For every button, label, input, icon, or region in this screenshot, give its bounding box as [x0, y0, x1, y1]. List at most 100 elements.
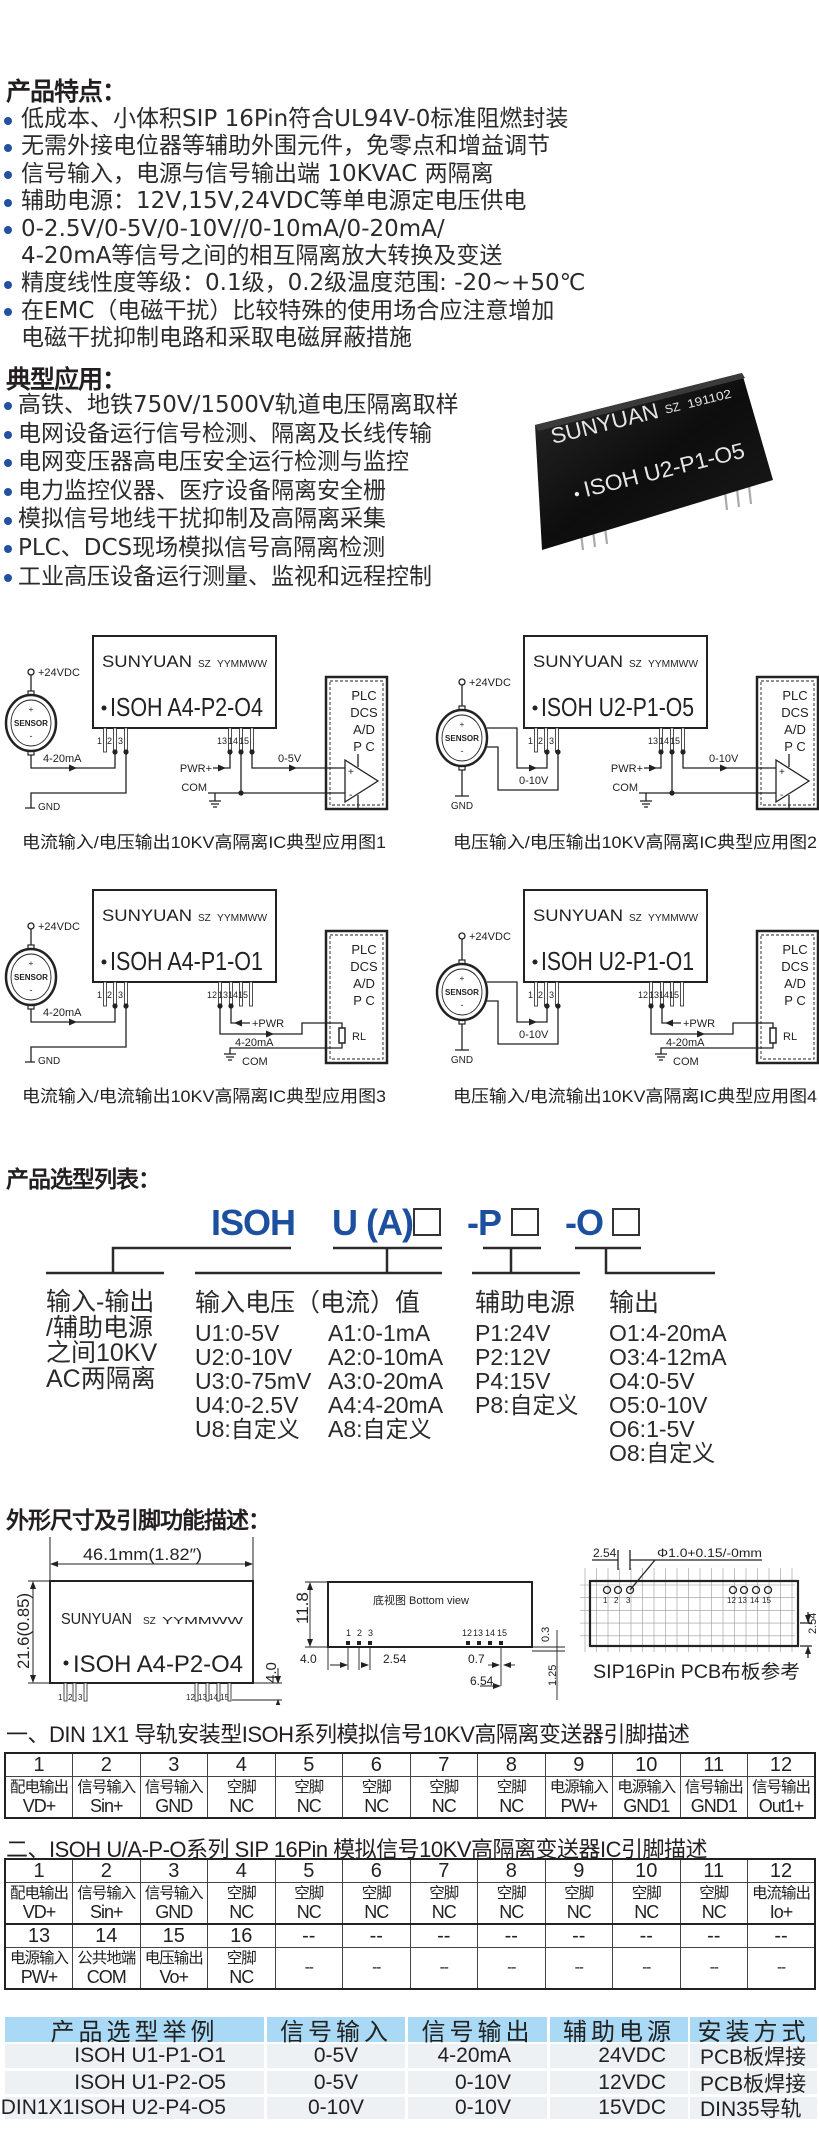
- pin-number: 15: [139, 1923, 208, 1948]
- pin-number: 9: [544, 1752, 613, 1777]
- bottom-view-title: 底视图 Bottom view: [373, 1593, 469, 1607]
- supply-label: +24VDC: [38, 667, 80, 679]
- pwr-label: +PWR: [252, 1018, 284, 1030]
- arrow-icon: [218, 764, 226, 772]
- junction-dot: [123, 1003, 129, 1009]
- pin-pitch-dimension: 2.54: [383, 1652, 407, 1666]
- wire: [487, 981, 548, 1023]
- supply-label: +24VDC: [469, 677, 511, 689]
- bullet-icon: [4, 144, 12, 153]
- pin: [113, 727, 117, 753]
- pin-label: 3: [549, 736, 554, 746]
- feature-text: 在EMC（电磁干扰）比较特殊的使用场合应注意增加: [21, 297, 555, 324]
- pin-label: 15: [669, 990, 679, 1000]
- example-cell: 0-5V: [267, 2071, 405, 2094]
- bullet-icon: [4, 430, 12, 439]
- pin-function-code: --: [709, 1959, 719, 1976]
- pin-function-code: GND1: [690, 1796, 738, 1816]
- pin-function-cn: 配电输出: [9, 1885, 69, 1902]
- wire: [455, 1024, 469, 1051]
- output-option: O4:0-5V: [609, 1368, 695, 1394]
- output-option: O1:4-20mA: [609, 1320, 727, 1346]
- pin-function-code: --: [776, 1959, 786, 1976]
- pin-label: 1: [603, 1596, 608, 1605]
- application-text: 电网变压器高电压安全运行检测与监控: [18, 449, 409, 476]
- pin-function-cn: 空脚: [294, 1885, 324, 1902]
- sensor-minus: -: [30, 731, 33, 741]
- pin-function-code: --: [507, 1959, 516, 1976]
- pin-table-1-title: 一、DIN 1X1 导轨安装型ISOH系列模拟信号10KV高隔离变送器引脚描述: [6, 1722, 690, 1747]
- pin-function-cn: 电源输入: [549, 1779, 609, 1796]
- pin-number: 3: [139, 1752, 208, 1777]
- pin-number: --: [342, 1923, 411, 1948]
- arrow-icon: [69, 764, 77, 772]
- power-option: P4:15V: [475, 1368, 551, 1394]
- sensor-icon: [435, 708, 489, 768]
- wire: [661, 1006, 681, 1024]
- feature-text: 4-20mA等信号之间的相互隔离放大转换及变送: [21, 242, 503, 269]
- wire: [230, 1006, 250, 1024]
- module-date: YYMMWW: [162, 1616, 244, 1627]
- current-option: A8:自定义: [328, 1416, 432, 1442]
- diagram-caption: 电压输入/电流输出10KV高隔离IC典型应用图4: [453, 1087, 817, 1106]
- pin-function-cn: 空脚: [226, 1779, 257, 1796]
- opamp-minus: -: [349, 790, 352, 801]
- gnd-label: GND: [451, 1055, 473, 1066]
- rl-label: RL: [783, 1031, 797, 1043]
- pin-label: 12: [727, 1596, 736, 1605]
- code-output-box: [612, 1208, 640, 1236]
- pin-function-cn: 空脚: [226, 1950, 257, 1967]
- bullet-icon: [4, 459, 12, 468]
- sensor-icon: [4, 947, 58, 1007]
- pin-label: 1: [58, 1693, 63, 1702]
- code-prefix: ISOH: [211, 1202, 296, 1243]
- pin-label: 12: [462, 1628, 472, 1638]
- feature-item: 无需外接电位器等辅助外围元件，免零点和增益调节: [0, 133, 585, 160]
- example-cell: 0-10V: [408, 2096, 547, 2119]
- bullet-icon: [4, 545, 12, 554]
- bracket-output: [575, 1246, 715, 1275]
- arrow-icon: [69, 1018, 77, 1026]
- pin-function-code: NC: [634, 1902, 659, 1922]
- bullet-icon: [4, 171, 12, 180]
- plc-label: A/D: [353, 722, 375, 737]
- sensor-icon: [4, 693, 58, 753]
- example-cell: 15VDC: [550, 2096, 688, 2119]
- pin-number: 6: [342, 1752, 411, 1777]
- bullet-icon: [4, 573, 12, 582]
- front-view: 46.1mm(1.82″) 21.6(0.85) 4.0 SUNYUAN SZ …: [14, 1537, 282, 1705]
- thickness-dimension-2: 1.25: [547, 1665, 559, 1686]
- pin-function-cn: 空脚: [699, 1885, 729, 1902]
- module-body: [523, 635, 708, 729]
- pin: [124, 727, 128, 753]
- plc-label: DCS: [781, 705, 809, 720]
- opamp-icon: [344, 758, 380, 804]
- pin-number: 2: [72, 1858, 141, 1883]
- pin-number: 3: [139, 1858, 208, 1883]
- pin-function-code: NC: [431, 1902, 457, 1922]
- pin-function-cn: 空脚: [361, 1885, 392, 1902]
- wire: [229, 1043, 343, 1054]
- pin-label: 13: [648, 736, 658, 746]
- brand-label: SUNYUAN: [533, 652, 623, 671]
- plc-label: P C: [784, 993, 805, 1008]
- current-option: A2:0-10mA: [328, 1344, 444, 1370]
- application-text: PLC、DCS现场模拟信号高隔离检测: [18, 534, 386, 561]
- bracket-input: [195, 1246, 442, 1275]
- arrow-icon: [720, 764, 728, 772]
- pin-label: 14: [228, 736, 238, 746]
- pin: [544, 981, 548, 1007]
- pin-function-code: GND: [155, 1796, 193, 1816]
- bracket-power: [472, 1246, 580, 1275]
- arrow-icon: [529, 1018, 537, 1026]
